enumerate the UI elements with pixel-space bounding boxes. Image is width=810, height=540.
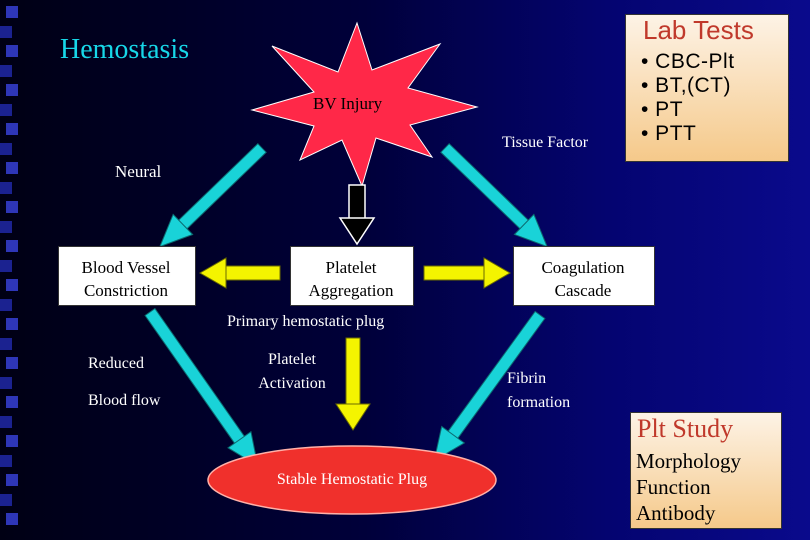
- edge-square: [0, 454, 12, 467]
- blood-vessel-line2: Constriction: [83, 281, 169, 300]
- edge-square: [0, 220, 12, 233]
- edge-square: [0, 337, 12, 350]
- injury-label: BV Injury: [313, 94, 383, 113]
- lab-tests-box: [625, 14, 789, 162]
- platelet-to-vessel-arrow: [198, 257, 281, 289]
- edge-square: [6, 435, 18, 447]
- lab-test-item: • BT,(CT): [641, 74, 732, 97]
- coagulation-line1: Coagulation: [541, 258, 625, 277]
- edge-square: [0, 493, 12, 506]
- coagulation-line2: Cascade: [554, 281, 612, 300]
- plt-study-item: Function: [636, 475, 711, 499]
- edge-square: [6, 357, 18, 369]
- plt-study-item: Morphology: [636, 449, 741, 473]
- primary-plug-label: Primary hemostatic plug: [227, 313, 385, 330]
- edge-square: [6, 240, 18, 252]
- edge-square: [6, 318, 18, 330]
- edge-square: [0, 259, 12, 272]
- plt-study-box: [630, 412, 782, 529]
- platelet-aggregation-line2: Aggregation: [308, 281, 394, 300]
- blood-flow-label: Blood flow: [88, 392, 161, 409]
- platelet-aggregation-box: [290, 246, 414, 306]
- edge-square: [6, 396, 18, 408]
- fibrin-formation-line2: formation: [507, 394, 571, 411]
- fibrin-formation-line1: Fibrin: [507, 370, 547, 387]
- platelet-aggregation-label: Platelet Aggregation: [290, 256, 412, 302]
- tissue-factor-arrow: [440, 142, 549, 248]
- blood-vessel-line1: Blood Vessel: [81, 258, 171, 277]
- plt-study-item: Antibody: [636, 501, 716, 525]
- edge-square: [0, 64, 12, 77]
- edge-square: [6, 201, 18, 213]
- blood-vessel-box: [58, 246, 196, 306]
- stable-plug-ellipse: [207, 445, 497, 515]
- edge-square: [0, 376, 12, 389]
- coagulation-label: Coagulation Cascade: [513, 256, 653, 302]
- edge-square: [6, 123, 18, 135]
- edge-square: [6, 513, 18, 525]
- primary-to-stable-arrow: [335, 337, 371, 431]
- fibrin-arrow: [433, 310, 546, 462]
- tissue-factor-label: Tissue Factor: [502, 134, 589, 151]
- stable-plug-label: Stable Hemostatic Plug: [276, 471, 428, 488]
- edge-square: [6, 84, 18, 96]
- platelet-aggregation-line1: Platelet: [325, 258, 377, 277]
- edge-square: [6, 474, 18, 486]
- slide-title: Hemostasis: [60, 34, 190, 65]
- coagulation-box: [513, 246, 655, 306]
- edge-square: [0, 142, 12, 155]
- edge-square: [0, 298, 12, 311]
- platelet-activation-line1: Platelet: [268, 351, 316, 368]
- lab-tests-list: • CBC-Plt • BT,(CT) • PT • PTT: [641, 50, 735, 146]
- neural-arrow: [158, 142, 267, 248]
- lab-tests-title: Lab Tests: [643, 15, 754, 45]
- edge-square: [0, 103, 12, 116]
- neural-label: Neural: [115, 162, 162, 181]
- edge-square: [0, 415, 12, 428]
- platelet-to-coagulation-arrow: [423, 257, 512, 289]
- fibrin-formation-label: Fibrin formation: [507, 367, 570, 415]
- lab-test-item: • PT: [641, 98, 684, 121]
- decorative-edge-squares: [0, 0, 28, 540]
- reduced-label: Reduced: [88, 355, 144, 372]
- edge-square: [6, 162, 18, 174]
- edge-square: [0, 181, 12, 194]
- platelet-activation-label: Platelet Activation: [240, 348, 344, 396]
- plt-study-title: Plt Study: [637, 414, 734, 443]
- edge-square: [0, 25, 12, 38]
- edge-square: [6, 279, 18, 291]
- blood-vessel-label: Blood Vessel Constriction: [58, 256, 194, 302]
- edge-square: [6, 45, 18, 57]
- lab-test-item: • CBC-Plt: [641, 50, 735, 73]
- plt-study-list: Morphology Function Antibody: [636, 448, 741, 526]
- platelet-activation-line2: Activation: [258, 375, 326, 392]
- edge-square: [6, 6, 18, 18]
- injury-to-platelet-arrow: [338, 184, 376, 246]
- lab-test-item: • PTT: [641, 122, 697, 145]
